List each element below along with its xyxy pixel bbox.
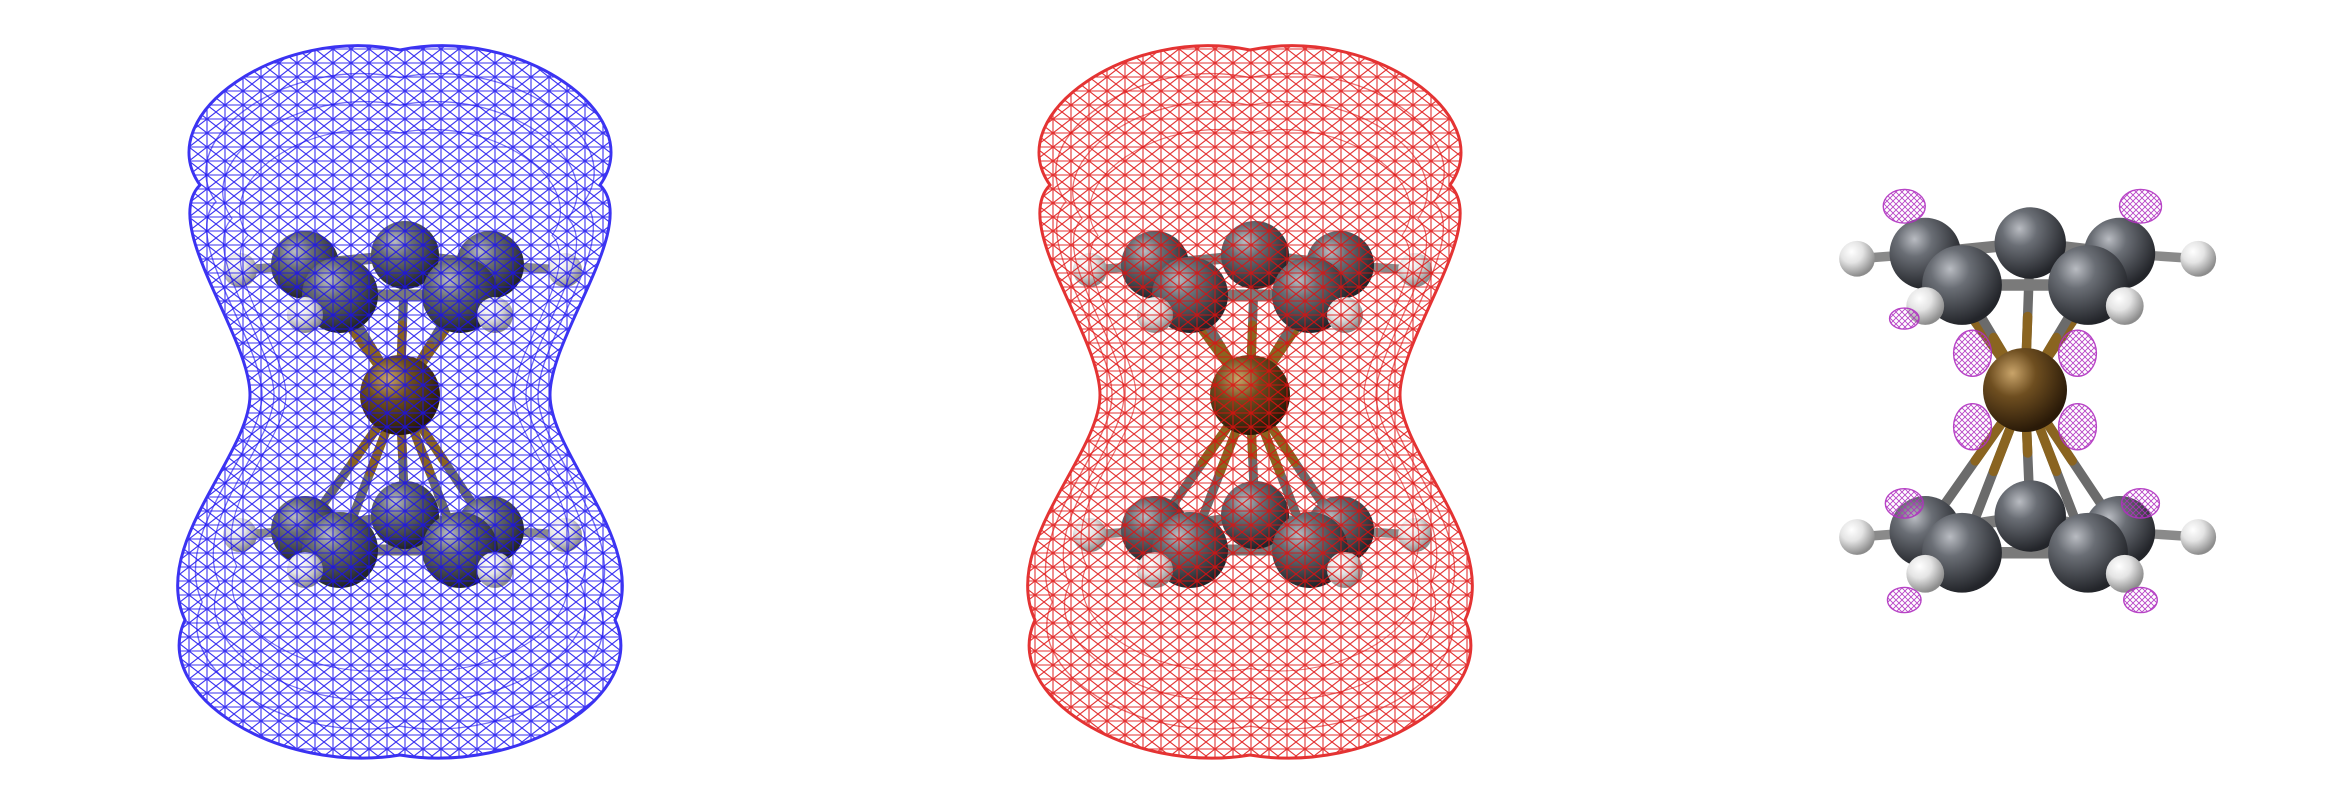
red-mesh-panel [1026,44,1474,760]
iron-atom [1983,348,2067,432]
isosurface-contour [230,128,570,672]
magenta-lobes-panel [1839,188,2217,614]
orbital-lobe [1884,487,1924,519]
orbital-lobe [1882,188,1926,224]
isosurface-contour [1062,100,1438,701]
orbital-lobe [1952,402,1993,451]
orbital-lobe [2057,402,2098,451]
carbon-atom [1994,480,2066,552]
hydrogen-atom [1906,554,1945,593]
isosurface-mesh [1026,44,1474,760]
orbital-lobe [2122,586,2158,614]
orbital-lobe [1952,329,1993,378]
orbital-lobe [2057,329,2098,378]
isosurface-contour [194,73,606,730]
blue-mesh-panel [176,44,624,760]
isosurface-mesh [176,44,624,760]
orbital-lobe [2118,188,2163,224]
hydrogen-atom [2105,287,2144,325]
orbital-lobe [1886,586,1922,614]
hydrogen-atom [1839,519,1875,555]
orbital-lobe [1888,307,1920,330]
orbital-lobe [2120,487,2161,519]
carbon-atom [1994,207,2066,279]
hydrogen-atom [2180,240,2217,277]
hydrogen-atom [2180,519,2217,555]
isosurface-contour [212,100,588,701]
isosurface-contour [1044,73,1456,730]
hydrogen-atom [1839,240,1875,277]
isosurface-contour [1080,128,1420,672]
hydrogen-atom [2105,554,2144,593]
